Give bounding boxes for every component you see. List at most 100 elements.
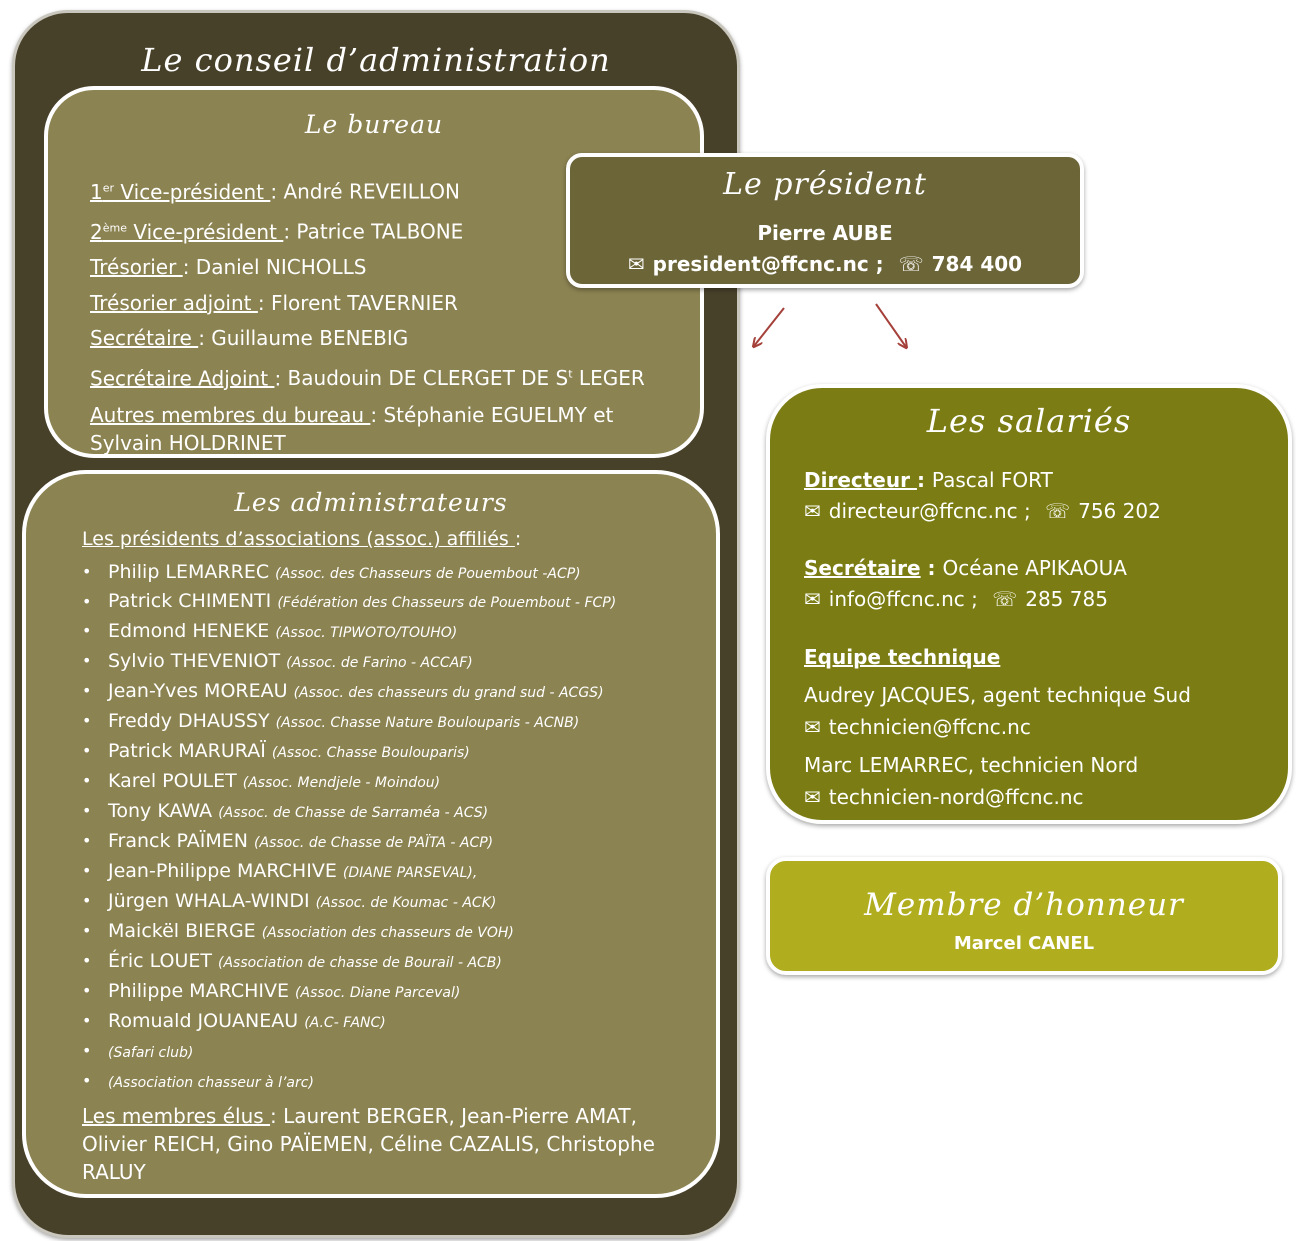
bureau-member: Secrétaire : Guillaume BENEBIG [90, 326, 409, 351]
directeur-phone: 756 202 [1078, 499, 1161, 523]
secretaire-label: Secrétaire [804, 556, 921, 580]
president-name: Franck PAÏMEN [108, 830, 248, 852]
honneur-name: Marcel CANEL [953, 933, 1095, 954]
directeur-email[interactable]: directeur@ffcnc.nc ; [828, 499, 1031, 523]
elus-label: Les membres élus [82, 1104, 271, 1128]
association-list: Philip LEMARREC (Assoc. des Chasseurs de… [80, 558, 694, 1097]
secretaire-name: Océane APIKAOUA [942, 556, 1127, 580]
phone-icon: ☏ [992, 587, 1018, 611]
association-item: Sylvio THEVENIOT (Assoc. de Farino - ACC… [80, 647, 694, 677]
tech1-name: Audrey JACQUES, agent technique Sud [804, 683, 1191, 707]
president-name: Freddy DHAUSSY [108, 710, 270, 732]
salaries-box: Les salariés Directeur : Pascal FORT ✉di… [766, 384, 1292, 824]
association-item: Maickël BIERGE (Association des chasseur… [80, 917, 694, 947]
bureau-title: Le bureau [304, 110, 444, 139]
association-item: Edmond HENEKE (Assoc. TIPWOTO/TOUHO) [80, 617, 694, 647]
bureau-member: Trésorier : Daniel NICHOLLS [90, 255, 367, 280]
association-item: Romuald JOUANEAU (A.C- FANC) [80, 1007, 694, 1037]
association-item: Freddy DHAUSSY (Assoc. Chasse Nature Bou… [80, 707, 694, 737]
association-item: Jean-Yves MOREAU (Assoc. des chasseurs d… [80, 677, 694, 707]
association-item: Patrick CHIMENTI (Fédération des Chasseu… [80, 588, 694, 617]
tech1-email[interactable]: technicien@ffcnc.nc [828, 715, 1031, 739]
member-role: 1er Vice-président [90, 179, 271, 204]
mail-icon: ✉ [804, 499, 821, 523]
association-item: Jean-Philippe MARCHIVE (DIANE PARSEVAL), [80, 857, 694, 887]
president-name: Jean-Yves MOREAU [108, 680, 288, 702]
mail-icon: ✉ [804, 785, 821, 809]
association-name: (Assoc. de Koumac - ACK) [315, 895, 497, 911]
directeur-label: Directeur [804, 468, 917, 492]
member-name: André REVEILLON [283, 179, 460, 204]
association-item: Philip LEMARREC (Assoc. des Chasseurs de… [80, 558, 694, 588]
mail-icon: ✉ [804, 715, 821, 739]
phone-icon: ☏ [1045, 499, 1071, 523]
association-name: (Association chasseur à l’arc) [108, 1075, 314, 1091]
administrateurs-title: Les administrateurs [234, 488, 508, 517]
association-item: (Safari club) [80, 1037, 694, 1067]
association-name: (Assoc. de Chasse de PAÏTA - ACP) [254, 835, 494, 851]
association-name: (Fédération des Chasseurs de Pouembout -… [277, 595, 617, 611]
member-name: Daniel NICHOLLS [195, 255, 367, 280]
bureau-member: Trésorier adjoint : Florent TAVERNIER [90, 290, 458, 315]
administrateurs-panel: Les administrateurs Les présidents d’ass… [22, 470, 720, 1198]
bureau-member: 1er Vice-président : André REVEILLON [90, 179, 460, 204]
bureau-others: Autres membres du bureau : Stéphanie EGU… [90, 402, 614, 455]
association-item: Karel POULET (Assoc. Mendjele - Moindou) [80, 767, 694, 797]
president-name: Maickël BIERGE [108, 920, 256, 942]
member-name: Baudouin DE CLERGET DE St LEGER [287, 366, 645, 391]
association-item: Tony KAWA (Assoc. de Chasse de Sarraméa … [80, 797, 694, 827]
secretaire-email[interactable]: info@ffcnc.nc ; [828, 587, 978, 611]
equipe-block: Equipe technique Audrey JACQUES, agent t… [804, 641, 1268, 813]
association-name: (Assoc. Mendjele - Moindou) [242, 775, 441, 791]
presidents-intro: Les présidents d’associations (assoc.) a… [82, 528, 522, 550]
president-name: Patrick MARURAÏ [108, 740, 266, 762]
member-role: Autres membres du bureau [90, 402, 371, 427]
president-name: Philip LEMARREC [108, 561, 270, 583]
membres-elus: Les membres élus : Laurent BERGER, Jean-… [82, 1104, 655, 1184]
mail-icon: ✉ [804, 587, 821, 611]
president-name: Jean-Philippe MARCHIVE [108, 860, 337, 882]
bureau-member-list: 1er Vice-président : André REVEILLON 2èm… [90, 170, 672, 457]
association-name: (DIANE PARSEVAL), [342, 865, 478, 881]
president-name: Éric LOUET [108, 950, 212, 972]
association-name: (Assoc. Chasse Nature Boulouparis - ACNB… [275, 715, 580, 731]
association-name: (Safari club) [108, 1045, 194, 1061]
bureau-member: Secrétaire Adjoint : Baudouin DE CLERGET… [90, 366, 645, 391]
president-email[interactable]: president@ffcnc.nc ; [652, 252, 884, 276]
member-role: Secrétaire [90, 326, 199, 351]
president-title: Le président [723, 167, 927, 202]
president-name: Patrick CHIMENTI [108, 590, 272, 612]
member-role: Trésorier [90, 255, 183, 280]
association-name: (Assoc. de Farino - ACCAF) [286, 655, 473, 671]
president-name: Jürgen WHALA-WINDI [108, 890, 310, 912]
directeur-block: Directeur : Pascal FORT ✉directeur@ffcnc… [804, 465, 1268, 527]
arrow-to-conseil [754, 307, 785, 346]
association-name: (Association de chasse de Bourail - ACB) [218, 955, 502, 971]
president-phone: 784 400 [931, 252, 1023, 276]
member-role: 2ème Vice-président [90, 219, 284, 244]
tech2-email[interactable]: technicien-nord@ffcnc.nc [828, 785, 1084, 809]
president-name: Tony KAWA [108, 800, 213, 822]
elus-names: Laurent BERGER, Jean-Pierre AMAT, Olivie… [82, 1104, 655, 1184]
directeur-name: Pascal FORT [931, 468, 1053, 492]
association-item: Éric LOUET (Association de chasse de Bou… [80, 947, 694, 977]
president-contact: ✉president@ffcnc.nc ; ☏784 400 [570, 252, 1080, 276]
association-item: Philippe MARCHIVE (Assoc. Diane Parceval… [80, 977, 694, 1007]
association-item: (Association chasseur à l’arc) [80, 1067, 694, 1097]
member-name: Florent TAVERNIER [270, 290, 458, 315]
president-name: Edmond HENEKE [108, 620, 270, 642]
equipe-label: Equipe technique [804, 645, 1001, 669]
conseil-title: Le conseil d’administration [141, 41, 611, 79]
arrow-to-salaries [875, 303, 906, 347]
secretaire-phone: 285 785 [1025, 587, 1108, 611]
association-name: (Assoc. Chasse Boulouparis) [271, 745, 470, 761]
president-name: Romuald JOUANEAU [108, 1010, 299, 1032]
president-name: Sylvio THEVENIOT [108, 650, 281, 672]
association-name: (Assoc. Diane Parceval) [295, 985, 461, 1001]
association-item: Franck PAÏMEN (Assoc. de Chasse de PAÏTA… [80, 827, 694, 857]
president-box: Le président Pierre AUBE ✉president@ffcn… [566, 153, 1084, 288]
president-name: Pierre AUBE [757, 221, 893, 245]
member-role: Trésorier adjoint [90, 290, 258, 315]
member-name: Stéphanie EGUELMY et Sylvain HOLDRINET [90, 402, 614, 455]
